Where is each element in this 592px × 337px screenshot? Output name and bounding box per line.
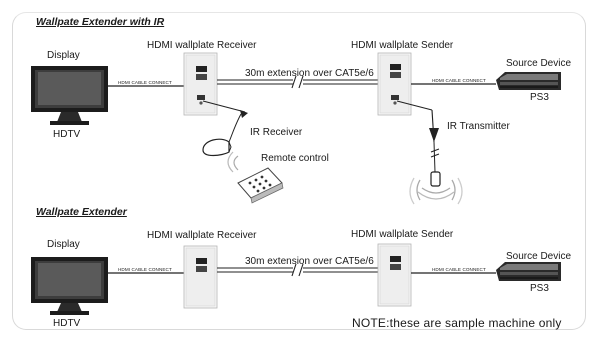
section-1-title: Wallpate Extender with IR	[36, 16, 165, 28]
ir-transmitter-label: IR Transmitter	[447, 121, 510, 132]
section-1-display-label: Display	[47, 50, 80, 61]
section-1-source-label: Source Device	[506, 58, 572, 69]
ir-transmitter-cable	[396, 100, 440, 173]
hdtv-2-icon	[31, 257, 108, 315]
section-2-hdtv-caption: HDTV	[53, 318, 81, 329]
section-1-receiver-label: HDMI wallplate Receiver	[147, 40, 257, 51]
section-1-left-cable-label: HDMI CABLE CONNECT	[118, 80, 172, 85]
section-2-display-label: Display	[47, 239, 80, 250]
ir-receiver-eye-icon	[202, 138, 232, 157]
sample-note: NOTE:these are sample machine only	[352, 316, 562, 330]
section-2-title: Wallpate Extender	[36, 206, 127, 218]
section-2-right-cable-label: HDMI CABLE CONNECT	[432, 267, 486, 272]
section-2-extension-label: 30m extension over CAT5e/6	[245, 256, 374, 267]
section-1-sender-label: HDMI wallplate Sender	[351, 40, 454, 51]
section-1-source-caption: PS3	[530, 92, 549, 103]
hdtv-1-icon	[31, 66, 108, 125]
sender-1-icon	[377, 52, 412, 116]
ps3-2-icon	[496, 262, 561, 281]
section-1-hdtv-caption: HDTV	[53, 129, 81, 140]
frame-border	[12, 12, 586, 330]
cat-line-1	[217, 75, 378, 89]
section-2-receiver-label: HDMI wallplate Receiver	[147, 230, 257, 241]
section-2-source-caption: PS3	[530, 283, 549, 294]
section-2-left-cable-label: HDMI CABLE CONNECT	[118, 267, 172, 272]
section-1-extension-label: 30m extension over CAT5e/6	[245, 68, 374, 79]
section-1-right-cable-label: HDMI CABLE CONNECT	[432, 78, 486, 83]
ir-transmitter-icon	[409, 171, 463, 205]
cat-line-2	[217, 263, 378, 277]
remote-control-icon	[227, 151, 284, 204]
receiver-1-icon	[183, 52, 218, 116]
section-2-sender-label: HDMI wallplate Sender	[351, 229, 454, 240]
ir-receiver-label: IR Receiver	[250, 127, 303, 138]
sender-2-icon	[377, 243, 412, 307]
section-2-source-label: Source Device	[506, 251, 572, 262]
ps3-1-icon	[496, 72, 561, 90]
ir-receiver-cable	[202, 100, 248, 143]
receiver-2-icon	[183, 245, 218, 309]
remote-control-label: Remote control	[261, 153, 329, 164]
